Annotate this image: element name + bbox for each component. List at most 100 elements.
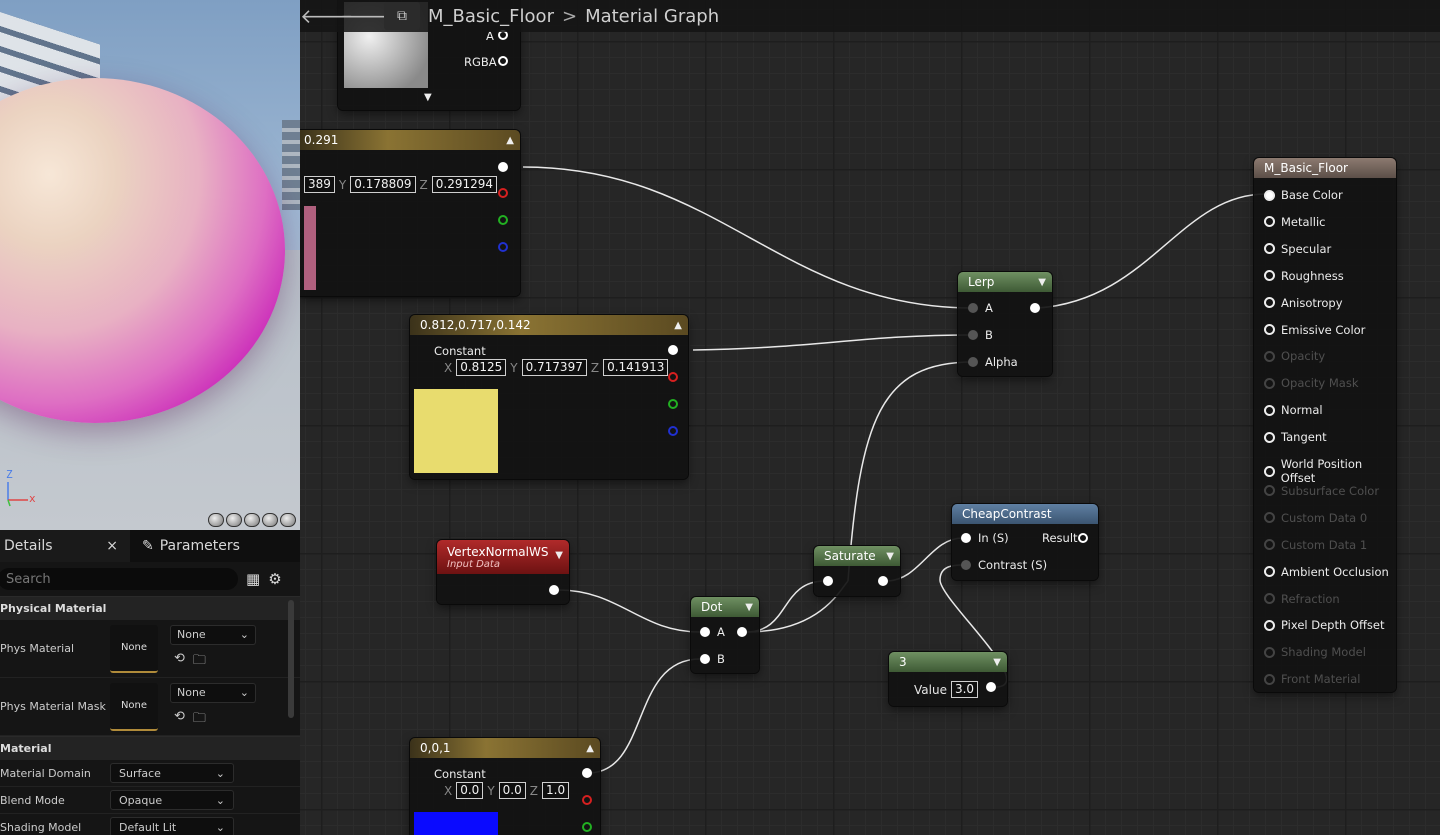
search-input[interactable]: Search (0, 568, 238, 590)
input-pin[interactable] (1264, 189, 1275, 201)
output-pin[interactable] (1030, 303, 1040, 313)
field-z[interactable]: 0.141913 (603, 359, 669, 376)
material-input-row[interactable]: Pixel Depth Offset (1264, 618, 1385, 632)
chevron-down-icon[interactable]: ▼ (1038, 276, 1046, 288)
output-pin-rgb[interactable] (668, 345, 678, 355)
chevron-down-icon[interactable]: ▼ (993, 656, 1001, 668)
material-input-row[interactable]: Refraction (1264, 592, 1340, 606)
tab-details[interactable]: Details × (0, 530, 130, 562)
input-pin[interactable] (1264, 673, 1275, 685)
input-pin-contrast[interactable] (961, 560, 971, 570)
material-input-row[interactable]: Emissive Color (1264, 323, 1365, 337)
browse-icon[interactable]: 🗀 (192, 710, 206, 726)
output-pin[interactable] (878, 576, 888, 586)
phys-material-dropdown[interactable]: None ⌄ (170, 624, 256, 645)
sphere-preview-icon[interactable] (226, 513, 242, 527)
cube-preview-icon[interactable] (262, 513, 278, 527)
field-y[interactable]: 0.0 (498, 782, 526, 799)
input-pin[interactable] (1264, 593, 1275, 604)
material-input-row[interactable]: Tangent (1264, 430, 1327, 444)
material-input-row[interactable]: Specular (1264, 242, 1331, 256)
output-pin-r[interactable] (582, 795, 592, 805)
input-pin[interactable] (1264, 243, 1275, 255)
field-x[interactable]: 389 (304, 176, 335, 193)
chevron-down-icon[interactable]: ▼ (886, 550, 894, 562)
field-y[interactable]: 0.178809 (350, 176, 416, 193)
phys-material-thumbnail[interactable]: None (110, 624, 158, 673)
use-selected-icon[interactable]: ⟲ (174, 708, 185, 724)
material-input-row[interactable]: Ambient Occlusion (1264, 565, 1389, 579)
browse-icon[interactable]: 🗀 (192, 652, 206, 668)
node-dot[interactable]: Dot ▼ A B (691, 597, 759, 673)
material-domain-dropdown[interactable]: Surface ⌄ (110, 763, 234, 783)
input-pin[interactable] (1264, 465, 1275, 477)
field-z[interactable]: 0.291294 (431, 176, 498, 193)
section-material[interactable]: Material (0, 736, 300, 760)
input-pin[interactable] (1264, 512, 1275, 524)
forward-button[interactable]: 🡒 (340, 4, 394, 28)
input-pin-a[interactable] (968, 303, 978, 313)
value-field[interactable]: 3.0 (950, 681, 979, 698)
close-icon[interactable]: × (106, 538, 118, 554)
output-pin-result[interactable] (1078, 533, 1088, 543)
node-constant-2[interactable]: 0.812,0.717,0.142 ▲ Constant X 0.8125 Y … (410, 315, 688, 479)
output-pin-g[interactable] (668, 399, 678, 409)
input-pin-b[interactable] (700, 654, 710, 664)
node-cheap-contrast[interactable]: CheapContrast In (S) Result Contrast (S) (952, 504, 1098, 580)
material-input-row[interactable]: Subsurface Color (1264, 484, 1379, 498)
output-pin-b[interactable] (498, 242, 508, 252)
output-pin-g[interactable] (498, 215, 508, 225)
use-selected-icon[interactable]: ⟲ (174, 650, 185, 666)
material-input-row[interactable]: Metallic (1264, 215, 1325, 229)
blend-mode-dropdown[interactable]: Opaque ⌄ (110, 790, 234, 810)
input-pin[interactable] (1264, 431, 1275, 443)
chevron-down-icon[interactable]: ▼ (424, 92, 432, 103)
chevron-up-icon[interactable]: ▲ (674, 319, 682, 331)
input-pin[interactable] (1264, 646, 1275, 658)
gear-icon[interactable]: ⚙ (268, 570, 282, 588)
field-x[interactable]: 0.0 (456, 782, 484, 799)
input-pin[interactable] (1264, 270, 1275, 282)
output-pin[interactable] (549, 585, 559, 595)
details-scrollbar[interactable] (288, 600, 294, 718)
input-pin[interactable] (1264, 619, 1275, 631)
chevron-up-icon[interactable]: ▲ (506, 134, 514, 146)
node-saturate[interactable]: Saturate ▼ (814, 546, 900, 596)
output-pin[interactable] (986, 682, 996, 692)
output-pin-rgb[interactable] (582, 768, 592, 778)
chevron-down-icon[interactable]: ▼ (745, 601, 753, 613)
input-pin[interactable] (1264, 485, 1275, 497)
input-pin[interactable] (1264, 539, 1275, 551)
material-input-row[interactable]: Opacity (1264, 349, 1325, 363)
material-input-row[interactable]: Normal (1264, 403, 1323, 417)
node-constant-value-3[interactable]: 3 ▼ Value 3.0 (889, 652, 1007, 706)
input-pin-in[interactable] (961, 533, 971, 543)
material-preview-viewport[interactable]: Z x (0, 0, 300, 530)
input-pin[interactable] (1264, 377, 1275, 389)
table-view-icon[interactable]: ▦ (246, 570, 261, 588)
material-input-row[interactable]: Custom Data 1 (1264, 538, 1367, 552)
output-pin-r[interactable] (498, 188, 508, 198)
field-z[interactable]: 1.0 (542, 782, 570, 799)
input-pin[interactable] (1264, 404, 1275, 416)
chevron-up-icon[interactable]: ▲ (586, 742, 594, 754)
material-input-row[interactable]: Custom Data 0 (1264, 511, 1367, 525)
input-pin[interactable] (1264, 297, 1275, 309)
phys-material-mask-thumbnail[interactable]: None (110, 682, 158, 731)
material-input-row[interactable]: World Position Offset (1264, 457, 1396, 485)
custom-mesh-preview-icon[interactable] (280, 513, 296, 527)
cylinder-preview-icon[interactable] (208, 513, 224, 527)
output-pin[interactable] (737, 627, 747, 637)
material-input-row[interactable]: Opacity Mask (1264, 376, 1359, 390)
node-lerp[interactable]: Lerp ▼ A B Alpha (958, 272, 1052, 376)
chevron-down-icon[interactable]: ▼ (555, 550, 563, 561)
input-pin[interactable] (823, 576, 833, 586)
input-pin[interactable] (1264, 324, 1275, 335)
material-input-row[interactable]: Front Material (1264, 672, 1360, 686)
output-pin-g[interactable] (582, 822, 592, 832)
input-pin[interactable] (1264, 566, 1275, 578)
material-input-row[interactable]: Roughness (1264, 269, 1344, 283)
output-pin-r[interactable] (668, 372, 678, 382)
material-input-row[interactable]: Anisotropy (1264, 296, 1343, 310)
